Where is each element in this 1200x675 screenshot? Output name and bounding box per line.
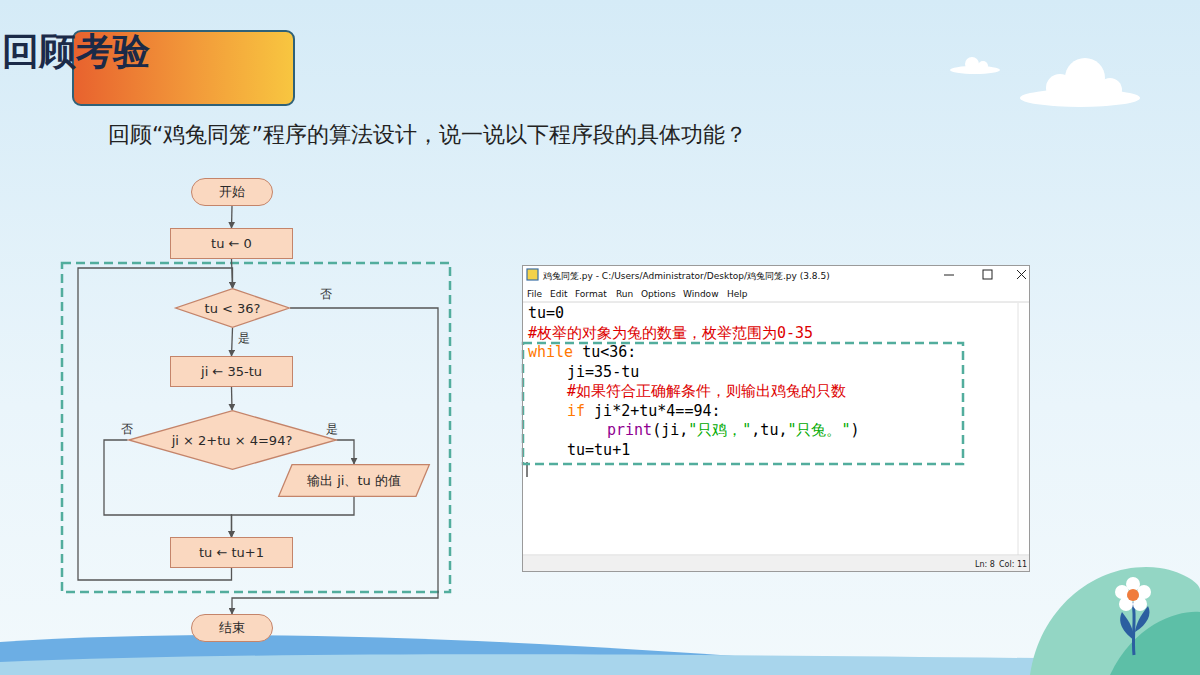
code-line: while tu<36:: [528, 343, 636, 363]
output-parallelogram: 输出 ji、tu 的值: [278, 464, 430, 497]
flow-connector: [231, 206, 233, 228]
close-button: [1017, 270, 1026, 279]
menu-item: Format: [575, 288, 607, 300]
code-comment: #如果符合正确解条件，则输出鸡兔的只数: [567, 382, 846, 402]
code-comment: #枚举的对象为兔的数量，枚举范围为0-35: [528, 324, 813, 344]
process-box: ji ← 35-tu: [170, 356, 293, 387]
branch-label: 是: [326, 421, 338, 438]
code-token: ji=35-tu: [567, 363, 639, 381]
process-box: tu ← 0: [170, 228, 293, 259]
hill: [1030, 567, 1200, 675]
cloud-part: [965, 57, 979, 71]
decision-diamond: tu < 36?: [175, 288, 290, 328]
status-text: Ln: 8: [975, 560, 995, 570]
cloud: [950, 57, 1000, 74]
subtitle: 回顾“鸡兔同笼”程序的算法设计，说一说以下程序段的具体功能？: [108, 120, 747, 150]
menu-item: Options: [641, 288, 676, 300]
maximize-button: [983, 270, 992, 279]
hill: [1110, 612, 1200, 675]
petal: [1115, 585, 1129, 599]
window-title: 鸡兔同笼.py - C:/Users/Administrator/Desktop…: [543, 270, 830, 282]
cloud-part: [978, 61, 988, 71]
window-ground: [522, 265, 1030, 572]
flow-connector: [337, 440, 355, 464]
code-line: tu=0: [528, 304, 564, 324]
code-token: ,tu,: [751, 421, 787, 439]
code-token: tu<36:: [573, 343, 636, 361]
menu-separator: [523, 302, 1029, 303]
end-terminal: 结束: [191, 614, 273, 642]
node-label: ji ← 35-tu: [201, 364, 262, 379]
code-editor-window: 鸡兔同笼.py - C:/Users/Administrator/Desktop…: [522, 265, 1030, 572]
shape-outline: [279, 465, 430, 497]
status-bar: [523, 556, 1029, 571]
code-token: tu=tu+1: [567, 441, 630, 459]
code-line: print(ji,"只鸡，",tu,"只兔。"): [607, 421, 860, 441]
code-token: "只鸡，": [688, 421, 751, 439]
node-label: 结束: [219, 619, 245, 637]
node-label: tu < 36?: [205, 301, 261, 316]
code-token: ji*2+tu*4==94:: [585, 402, 720, 420]
minimize-button: [944, 275, 954, 276]
decision-diamond: ji × 2+tu × 4=94?: [128, 410, 337, 470]
code-token: ): [851, 421, 860, 439]
cloud: [1020, 58, 1140, 107]
node-label: tu ← 0: [211, 236, 252, 251]
flower-stem: [1133, 602, 1134, 655]
code-line: ji=35-tu: [567, 363, 639, 383]
code-line: if ji*2+tu*4==94:: [567, 402, 721, 422]
menu-item: File: [527, 288, 542, 300]
scrollbar-edge: [1018, 303, 1019, 555]
flower-center: [1127, 589, 1139, 601]
status-text: Col: 11: [999, 560, 1027, 570]
window-icon: [527, 269, 538, 280]
editor-window: [522, 265, 1030, 572]
code-token: "只兔。": [787, 421, 850, 439]
cloud-part: [1098, 78, 1122, 102]
node-label: ji × 2+tu × 4=94?: [172, 433, 293, 448]
dashed-bracket: [523, 343, 963, 464]
branch-label: 否: [320, 286, 332, 303]
code-token: tu=0: [528, 304, 564, 322]
petal: [1137, 585, 1151, 599]
process-box: tu ← tu+1: [170, 537, 293, 568]
code-token: print: [607, 421, 652, 439]
branch-label: 是: [238, 330, 250, 347]
menu-item: Window: [683, 288, 719, 300]
node-label: 输出 ji、tu 的值: [307, 472, 401, 490]
status-separator: [523, 555, 1029, 556]
flow-connector: [232, 497, 355, 537]
node-label: 开始: [219, 183, 245, 201]
flower-leaf: [1120, 612, 1134, 640]
start-terminal: 开始: [191, 178, 273, 206]
flower: [1115, 577, 1151, 655]
code-token: while: [528, 343, 573, 361]
node-label: tu ← tu+1: [199, 545, 264, 560]
shape-outline: [128, 411, 336, 470]
shape-outline: [176, 289, 290, 328]
title: 回顾考验: [2, 30, 150, 74]
flow-connector: [232, 328, 233, 356]
dashed-bracket: [62, 263, 450, 592]
code-token: (ji,: [652, 421, 688, 439]
menu-item: Edit: [550, 288, 567, 300]
menu-item: Run: [616, 288, 633, 300]
code-line: tu=tu+1: [567, 441, 630, 461]
wave: [0, 654, 1200, 675]
menu-item: Help: [727, 288, 748, 300]
branch-label: 否: [121, 421, 133, 438]
code-token: if: [567, 402, 585, 420]
flow-connector: [231, 387, 233, 410]
